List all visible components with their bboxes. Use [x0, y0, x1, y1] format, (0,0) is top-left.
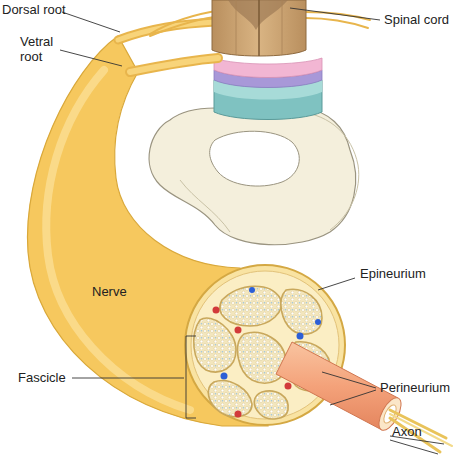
- part-label: Nerve: [92, 284, 127, 299]
- part-label: Dorsal root: [2, 2, 66, 17]
- part-label: Fascicle: [18, 370, 66, 385]
- part-label: Spinal cord: [384, 12, 449, 27]
- part-label: Axon: [392, 424, 422, 439]
- axon-cylinder: [276, 342, 452, 452]
- part-label: Epineurium: [360, 266, 426, 281]
- vertebra: [149, 108, 359, 245]
- part-label: Perineurium: [380, 380, 450, 395]
- part-label: Vetral root: [20, 34, 64, 64]
- intervertebral-disc: [214, 58, 322, 120]
